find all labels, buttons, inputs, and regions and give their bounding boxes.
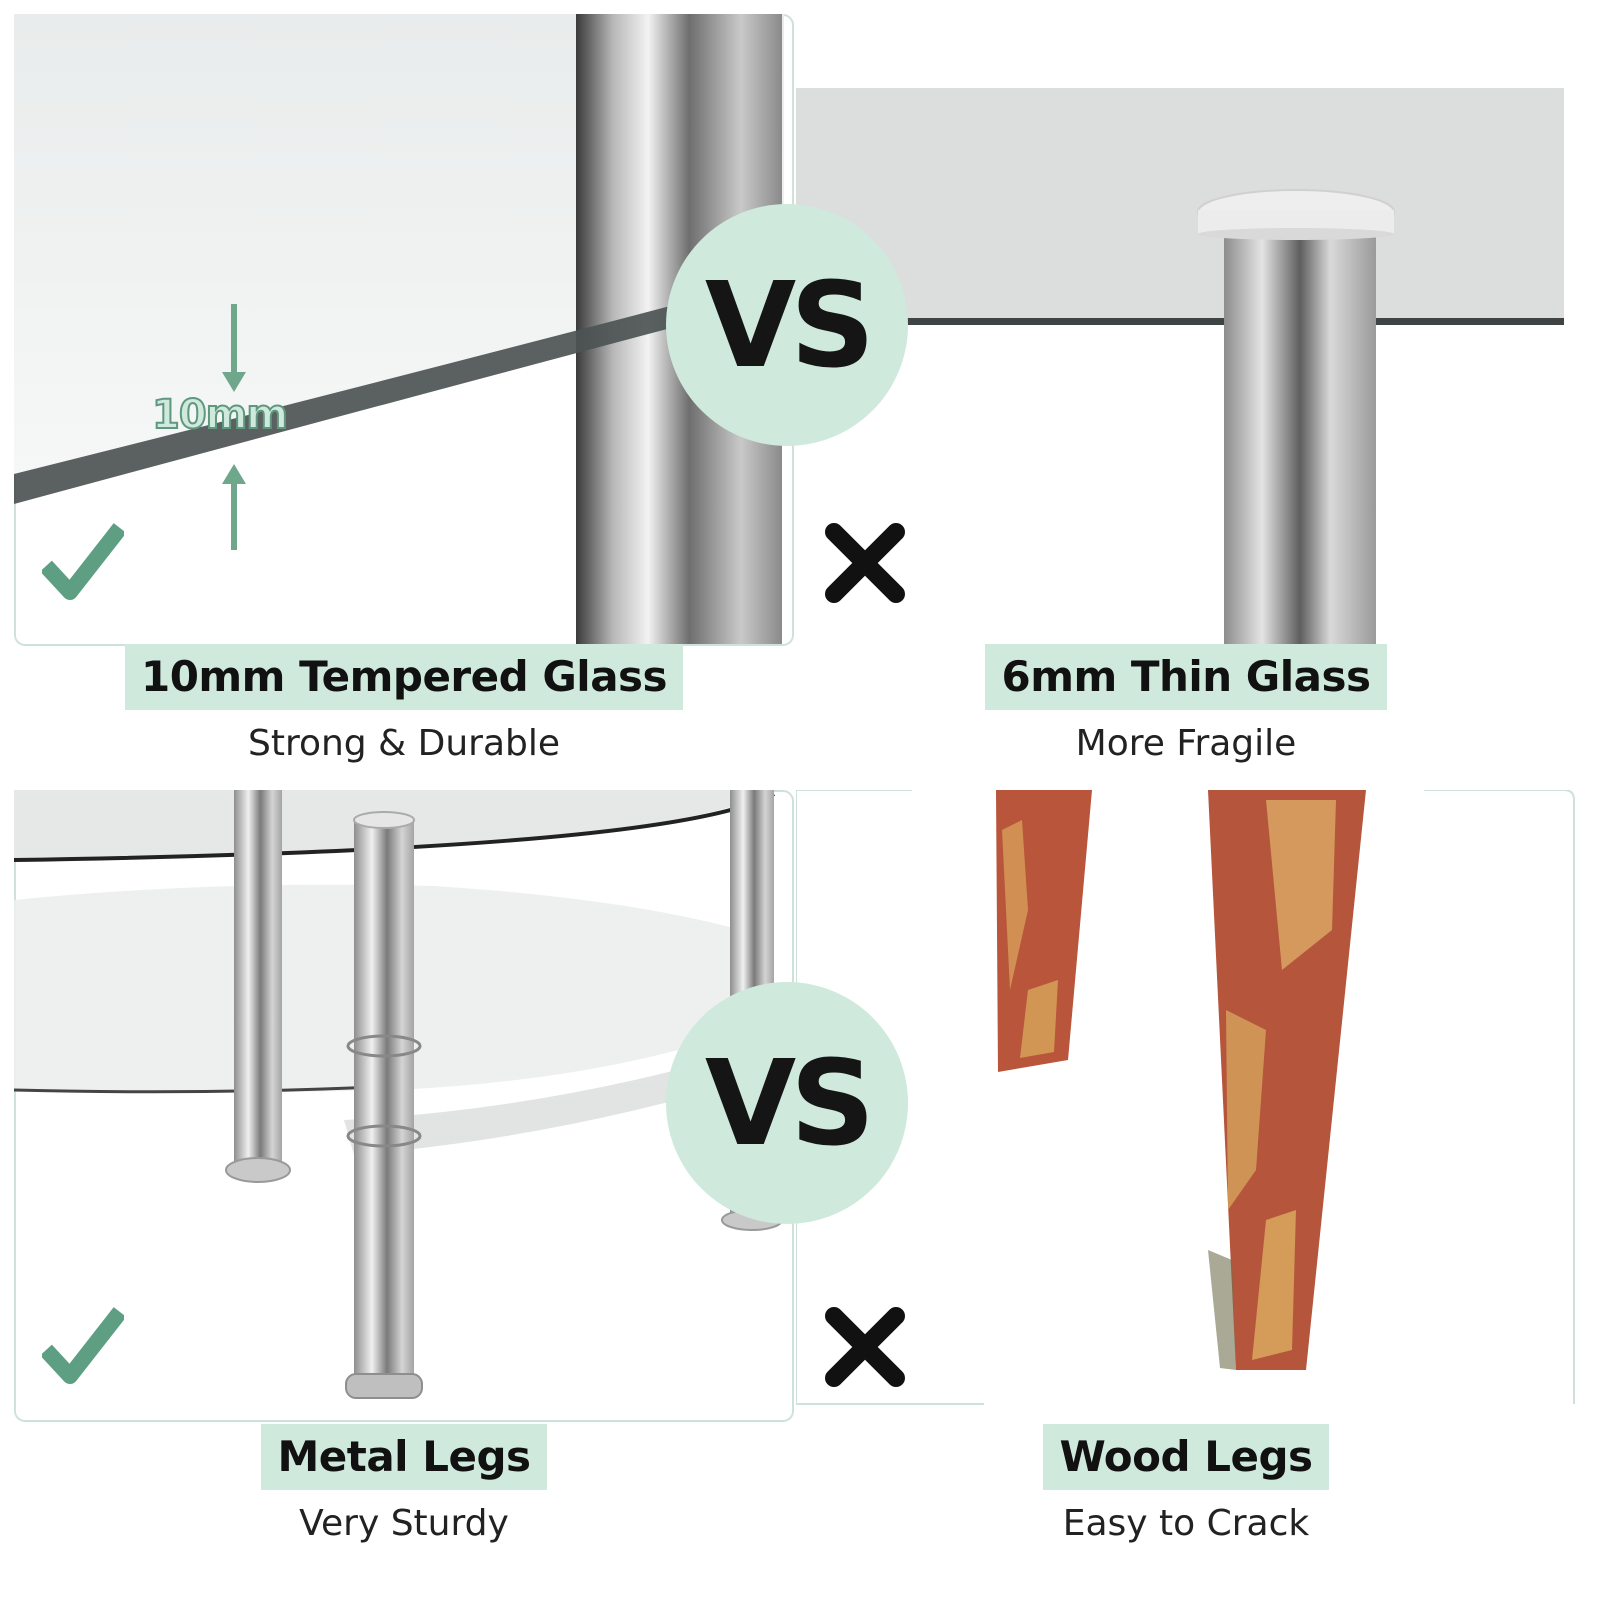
cross-icon xyxy=(825,1307,905,1387)
caption-subtitle: Easy to Crack xyxy=(1062,1503,1310,1544)
caption-title: Metal Legs xyxy=(261,1424,547,1490)
wood-legs-photo xyxy=(796,790,1576,1422)
vs-badge: VS xyxy=(666,204,908,446)
checkmark-icon xyxy=(42,1307,124,1384)
caption-title: 10mm Tempered Glass xyxy=(124,644,684,710)
metal-legs-photo xyxy=(14,790,794,1422)
caption-subtitle: Strong & Durable xyxy=(247,723,561,764)
caption-subtitle: More Fragile xyxy=(1075,723,1297,764)
vs-label: VS xyxy=(704,256,875,394)
caption-subtitle: Very Sturdy xyxy=(299,1503,509,1544)
thin-glass-photo xyxy=(796,14,1576,646)
thickness-callout: 10mm xyxy=(151,391,289,439)
caption-tempered-glass: 10mm Tempered Glass Strong & Durable xyxy=(14,644,794,766)
caption-title: Wood Legs xyxy=(1043,1424,1329,1490)
checkmark-icon xyxy=(42,523,124,600)
tempered-glass-photo xyxy=(14,14,794,646)
vs-badge: VS xyxy=(666,982,908,1224)
cross-icon xyxy=(825,523,905,603)
caption-metal-legs: Metal Legs Very Sturdy xyxy=(14,1424,794,1546)
vs-label: VS xyxy=(704,1034,875,1172)
caption-title: 6mm Thin Glass xyxy=(985,644,1387,710)
caption-wood-legs: Wood Legs Easy to Crack xyxy=(796,1424,1576,1546)
caption-thin-glass: 6mm Thin Glass More Fragile xyxy=(796,644,1576,766)
